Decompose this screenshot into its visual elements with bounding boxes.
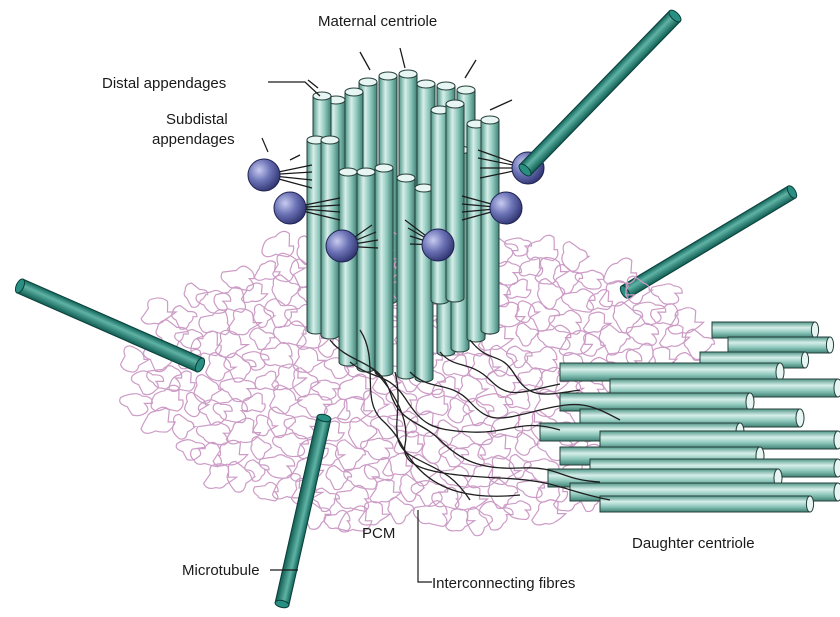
centriole-tubule	[339, 168, 357, 366]
pcm-loop	[175, 330, 203, 349]
pcm-loop	[194, 375, 222, 404]
centriole-tubule	[600, 431, 840, 449]
pcm-loop	[519, 257, 543, 276]
label-subdistal-appendages-2: appendages	[152, 131, 235, 148]
pcm-loop	[254, 261, 280, 280]
centriole-tubule	[481, 116, 499, 334]
pcm-loop	[298, 394, 332, 417]
pcm-loop	[506, 279, 531, 298]
pcm-loop	[273, 253, 305, 281]
label-daughter-centriole: Daughter centriole	[632, 535, 755, 552]
microtubule	[517, 8, 683, 178]
pcm-loop	[228, 309, 262, 335]
pcm-loop	[270, 385, 302, 414]
label-maternal-centriole: Maternal centriole	[318, 13, 437, 30]
pcm-loop	[242, 393, 265, 412]
subdistal-appendage-ball	[326, 230, 358, 262]
pcm-loop	[141, 298, 176, 324]
microtubule	[14, 278, 207, 374]
pcm-loop	[532, 500, 566, 525]
label-microtubule: Microtubule	[182, 562, 260, 579]
pcm-loop	[185, 392, 209, 416]
pcm-loop	[131, 371, 163, 395]
pcm-loop	[651, 284, 682, 305]
pcm-loop	[176, 440, 205, 461]
subdistal-appendage-ball	[248, 159, 280, 191]
pcm-loop	[242, 352, 269, 370]
centriole-tubule	[446, 100, 464, 302]
centriole-tubule	[397, 174, 415, 379]
label-pcm: PCM	[362, 525, 395, 542]
centriole-tubule	[712, 322, 819, 338]
centriole-tubule	[600, 496, 814, 512]
pcm-loop	[516, 323, 539, 346]
centriole-tubule	[728, 337, 834, 353]
microtubule	[618, 184, 798, 300]
pcm-loop	[273, 433, 309, 457]
pcm-loop	[553, 265, 582, 294]
daughter-centriole-tubules	[540, 322, 840, 512]
pcm-loop	[515, 301, 539, 323]
pcm-loop	[204, 464, 237, 489]
pcm-loop	[250, 328, 275, 350]
distal-appendage	[400, 48, 405, 68]
pcm-loop	[446, 509, 475, 531]
pcm-loop	[241, 283, 267, 302]
pcm-loop	[437, 420, 461, 446]
pcm-loop	[169, 371, 195, 391]
pcm-loop	[562, 289, 595, 312]
pcm-loop	[527, 235, 558, 260]
pcm-loop	[455, 486, 487, 510]
distal-appendage	[290, 155, 300, 160]
pcm-loop	[383, 453, 413, 476]
subdistal-appendage-ball	[274, 192, 306, 224]
microtubules-back	[618, 184, 798, 300]
pcm-loop	[463, 398, 494, 425]
pcm-loop	[440, 466, 468, 487]
pcm-loop	[173, 414, 196, 439]
pcm-loop	[626, 323, 658, 345]
subdistal-appendage-ball	[422, 229, 454, 261]
pcm-loop	[583, 312, 611, 332]
pcm-loop	[184, 283, 208, 307]
centriole-tubule	[375, 164, 393, 376]
centriole-tubule	[560, 363, 784, 381]
distal-appendage	[465, 60, 476, 78]
pcm-loop	[262, 231, 294, 256]
pcm-loop	[651, 304, 679, 326]
pcm-loop	[370, 479, 402, 502]
label-interconnecting-fibres: Interconnecting fibres	[432, 575, 575, 592]
distal-appendage	[360, 52, 370, 70]
interconnecting-fibre	[440, 352, 560, 393]
subdistal-appendage-ball	[490, 192, 522, 224]
pcm-loop	[361, 438, 393, 459]
centriole-tubule	[560, 393, 754, 411]
pcm-loop	[273, 321, 306, 346]
label-subdistal-appendages-1: Subdistal	[166, 111, 228, 128]
pcm-loop	[668, 308, 704, 334]
pcm-loop	[120, 394, 153, 416]
distal-appendage	[490, 100, 512, 110]
pcm-loop	[359, 502, 390, 525]
label-distal-appendages: Distal appendages	[102, 75, 226, 92]
centriole-tubule	[415, 184, 433, 382]
